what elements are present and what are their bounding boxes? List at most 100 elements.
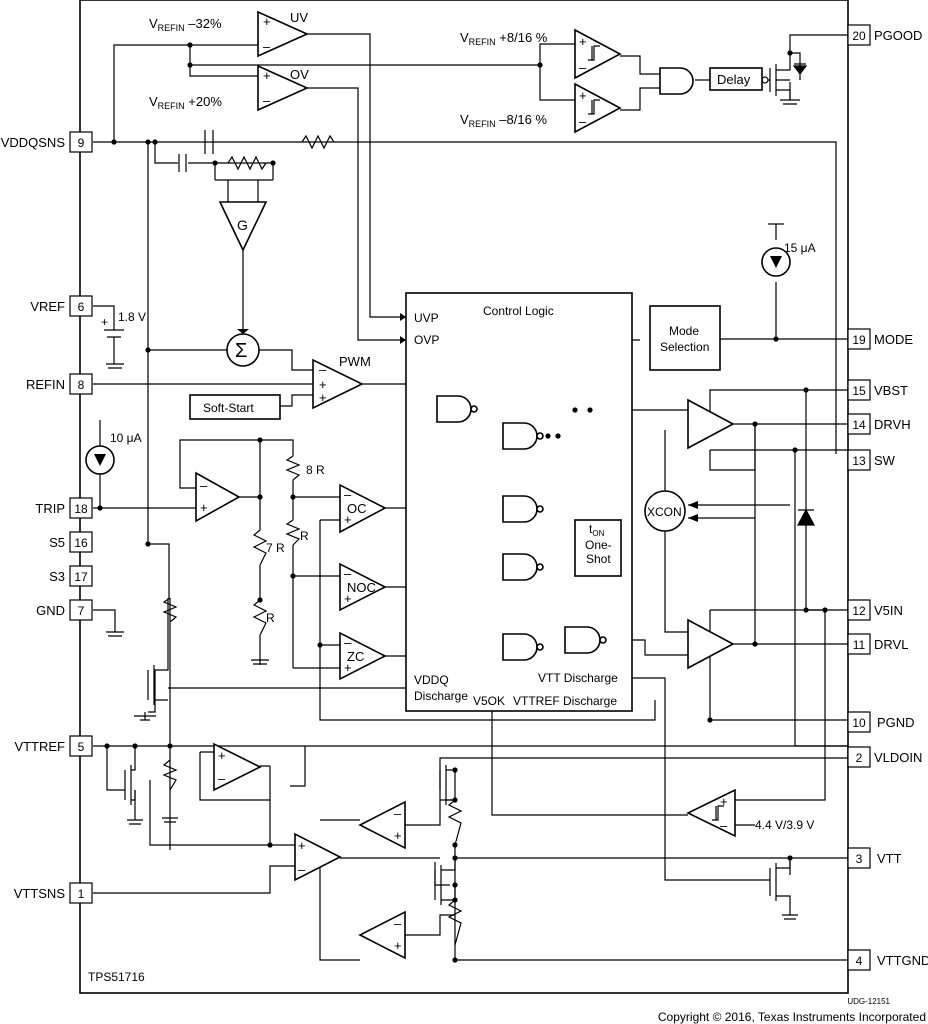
delay-block xyxy=(709,67,763,91)
vtt-source-amp xyxy=(358,800,406,850)
svg-text:18: 18 xyxy=(74,502,88,516)
svg-text:REFIN: REFIN xyxy=(26,377,65,392)
amplifiers xyxy=(195,10,736,960)
pgood-hi-comparator xyxy=(574,28,622,80)
vddq-discharge-label-2: Discharge xyxy=(414,689,468,703)
v5ok-comparator xyxy=(686,788,736,838)
boot-diode xyxy=(797,508,815,526)
svg-text:19: 19 xyxy=(852,333,866,347)
xcon-block xyxy=(644,490,686,532)
mode-current: 15 μA xyxy=(784,241,816,255)
svg-text:DRVL: DRVL xyxy=(874,637,908,652)
svg-text:3: 3 xyxy=(856,852,863,866)
svg-text:+: + xyxy=(344,591,352,606)
svg-text:9: 9 xyxy=(78,136,85,150)
svg-text:20: 20 xyxy=(852,29,866,43)
high-side-driver xyxy=(687,398,735,450)
vddq-discharge-label-1: VDDQ xyxy=(414,673,449,687)
svg-text:VTTREF: VTTREF xyxy=(14,739,65,754)
uv-threshold: VREFIN –32% xyxy=(149,16,222,33)
junction-dots xyxy=(97,42,828,963)
v5ok-label: V5OK xyxy=(473,694,505,708)
svg-text:14: 14 xyxy=(852,418,866,432)
svg-text:4: 4 xyxy=(856,954,863,968)
svg-text:10: 10 xyxy=(852,716,866,730)
trip-buffer xyxy=(195,471,241,523)
svg-text:13: 13 xyxy=(852,454,866,468)
svg-text:VTTSNS: VTTSNS xyxy=(14,886,66,901)
r7-label: 7 R xyxy=(266,541,285,555)
svg-text:6: 6 xyxy=(78,300,85,314)
svg-text:–: – xyxy=(298,862,306,877)
svg-text:SW: SW xyxy=(874,453,896,468)
hysteresis-marks xyxy=(588,45,724,821)
pgood-lo-comparator xyxy=(574,82,622,134)
mode-selection-label-2: Selection xyxy=(660,340,709,354)
vtt-sink-amp xyxy=(358,910,406,960)
part-name: TPS51716 xyxy=(88,970,145,984)
svg-text:12: 12 xyxy=(852,604,866,618)
pin-vttsns: 1 VTTSNS xyxy=(14,882,93,904)
svg-text:S5: S5 xyxy=(49,535,65,550)
v5-threshold: 4.4 V/3.9 V xyxy=(755,818,814,832)
xcon-label: XCON xyxy=(647,505,682,519)
noc-comparator xyxy=(339,562,387,612)
svg-text:+: + xyxy=(263,14,271,29)
svg-text:V5IN: V5IN xyxy=(874,603,903,618)
svg-text:–: – xyxy=(344,566,352,581)
pwm-comparator xyxy=(312,358,364,410)
vref-voltage: 1.8 V xyxy=(118,310,146,324)
svg-text:+: + xyxy=(394,828,402,843)
svg-text:VTT: VTT xyxy=(877,851,902,866)
svg-text:–: – xyxy=(394,916,402,931)
svg-text:+: + xyxy=(319,377,327,392)
svg-text:16: 16 xyxy=(74,536,88,550)
ov-threshold: VREFIN +20% xyxy=(149,94,222,111)
noc-label: NOC xyxy=(347,580,376,595)
mode-selection-label-1: Mode xyxy=(669,324,699,338)
svg-text:+: + xyxy=(344,512,352,527)
svg-text:–: – xyxy=(319,362,327,377)
svg-text:VLDOIN: VLDOIN xyxy=(874,750,922,765)
low-side-driver xyxy=(687,618,735,670)
sigma-symbol: Σ xyxy=(235,340,247,362)
resistors xyxy=(162,134,463,946)
svg-text:–: – xyxy=(200,478,208,493)
svg-text:PGOOD: PGOOD xyxy=(874,28,922,43)
svg-text:+: + xyxy=(101,315,108,329)
svg-text:+: + xyxy=(298,838,306,853)
drawing-id: UDG-12151 xyxy=(847,997,890,1006)
soft-start-label: Soft-Start xyxy=(203,401,254,415)
oc-label: OC xyxy=(347,501,367,516)
vttref-buffer xyxy=(213,742,262,792)
nand-gates xyxy=(436,395,607,661)
uvp-label: UVP xyxy=(414,311,439,325)
svg-text:S3: S3 xyxy=(49,569,65,584)
pin-vtt: 3 VTT xyxy=(847,847,902,869)
svg-text:–: – xyxy=(263,93,271,108)
vtt-discharge-label: VTT Discharge xyxy=(538,671,618,685)
svg-text:2: 2 xyxy=(856,751,863,765)
pin-vldoin: 2 VLDOIN xyxy=(847,746,922,768)
svg-text:PGND: PGND xyxy=(877,715,915,730)
capacitors xyxy=(178,130,214,172)
svg-text:TRIP: TRIP xyxy=(35,501,65,516)
pin-s3: 17 S3 xyxy=(49,565,93,587)
opamp-signs: +– +– +– +– –++ –+ –+ –+ –+ +– +– –+ –+ … xyxy=(200,14,728,953)
svg-text:+: + xyxy=(579,34,587,49)
trip-current: 10 μA xyxy=(110,431,142,445)
pin-trip: 18 TRIP xyxy=(35,497,93,519)
svg-text:DRVH: DRVH xyxy=(874,417,911,432)
copyright: Copyright © 2016, Texas Instruments Inco… xyxy=(658,1010,926,1024)
svg-text:VBST: VBST xyxy=(874,383,908,398)
soft-start-block xyxy=(189,394,281,420)
mode-selection-block xyxy=(649,305,721,371)
pin-refin: 8 REFIN xyxy=(26,373,93,395)
svg-text:–: – xyxy=(579,114,587,129)
ov-label: OV xyxy=(290,67,309,82)
uv-label: UV xyxy=(290,10,308,25)
svg-text:17: 17 xyxy=(74,570,88,584)
pin-vref: 6 VREF xyxy=(30,295,93,317)
pin-vttgnd: 4 VTTGND xyxy=(847,949,928,971)
